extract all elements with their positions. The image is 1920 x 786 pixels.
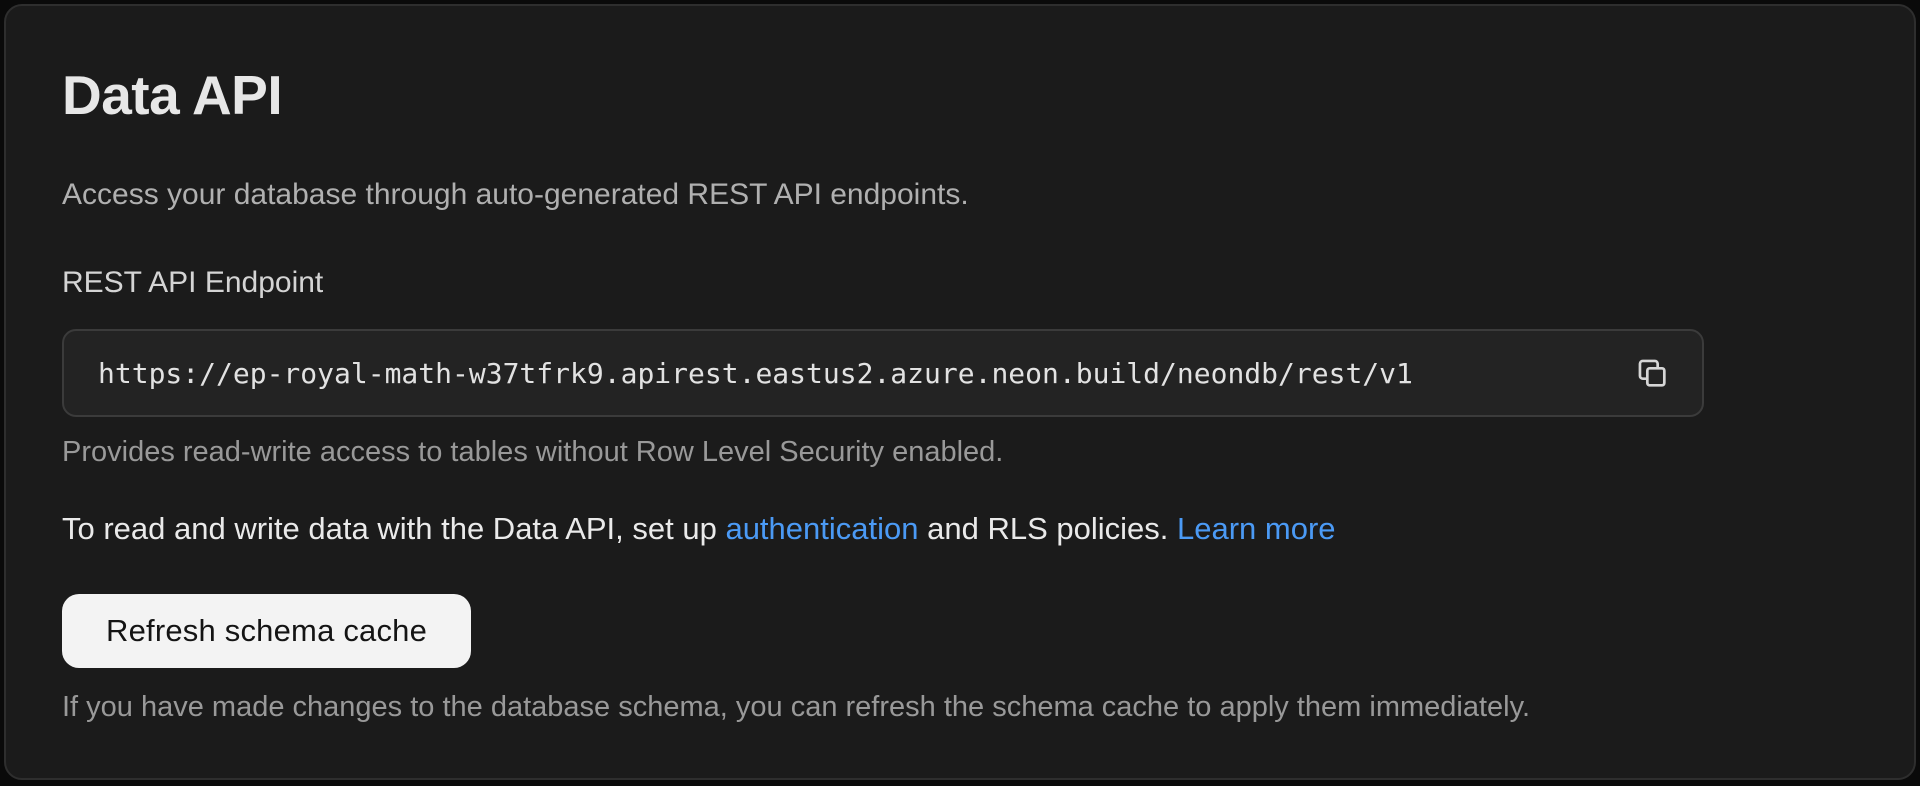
page-subtitle: Access your database through auto-genera…	[62, 178, 969, 211]
data-api-panel: Data API Access your database through au…	[4, 4, 1916, 780]
endpoint-url: https://ep-royal-math-w37tfrk9.apirest.e…	[98, 356, 1413, 390]
refresh-schema-cache-button[interactable]: Refresh schema cache	[62, 594, 472, 668]
rls-note-text-middle: and RLS policies.	[918, 511, 1177, 546]
rls-note: To read and write data with the Data API…	[62, 510, 1858, 548]
panel-content: Data API Access your database through au…	[6, 6, 1914, 725]
rls-note-text-before: To read and write data with the Data API…	[62, 511, 726, 546]
copy-icon	[1635, 356, 1669, 390]
page-title: Data API	[62, 64, 283, 126]
schema-cache-helper-text: If you have made changes to the database…	[62, 691, 1531, 723]
copy-button[interactable]	[1628, 349, 1676, 397]
endpoint-helper-text: Provides read-write access to tables wit…	[62, 436, 1004, 468]
learn-more-link[interactable]: Learn more	[1176, 511, 1336, 546]
endpoint-field: https://ep-royal-math-w37tfrk9.apirest.e…	[62, 329, 1704, 417]
authentication-link[interactable]: authentication	[725, 511, 919, 546]
endpoint-label: REST API Endpoint	[62, 266, 324, 299]
